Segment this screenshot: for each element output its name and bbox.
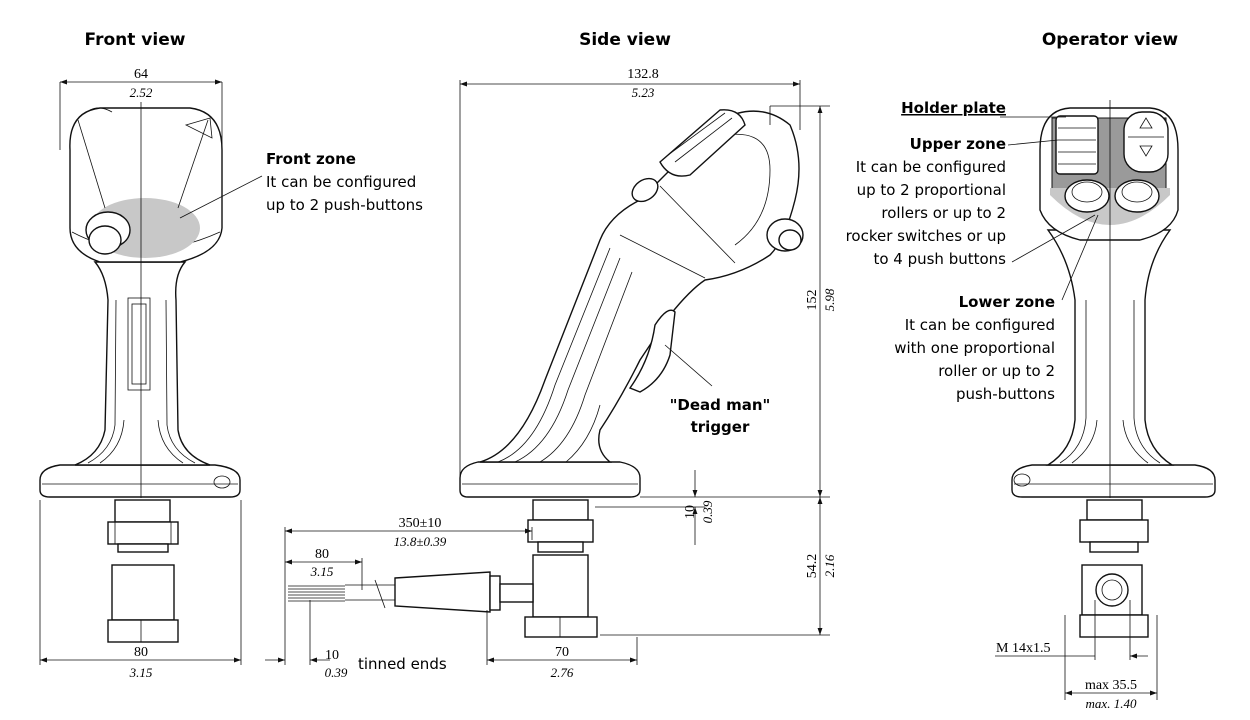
dim-tinned-mm: 10 [325,648,339,663]
holder-plate-label: Holder plate [901,99,1006,117]
dim-front-width-inch: 2.52 [130,85,153,100]
side-view-drawing [265,80,830,665]
upper-zone-line-2: up to 2 proportional [857,181,1006,199]
dim-thread-mm: M 14x1.5 [996,641,1050,656]
dim-fitting-height-mm: 54.2 [805,554,820,579]
dim-cable-mm: 350±10 [399,516,442,531]
front-zone-leader [179,175,263,219]
front-zone-line-2: up to 2 push-buttons [266,196,423,214]
dim-strip-inch: 3.15 [310,564,334,579]
dead-man-line-1: "Dead man" [670,396,771,414]
dim-side-height-mm: 152 [805,290,820,311]
lower-zone-line-2: with one proportional [894,339,1055,357]
lower-zone-line-4: push-buttons [956,385,1055,403]
front-zone-title: Front zone [266,150,356,168]
dim-max-width-mm: max 35.5 [1085,678,1137,693]
dim-connector-mm: 70 [555,645,569,660]
lower-zone-line-1: It can be configured [905,316,1055,334]
dim-side-length-inch: 5.23 [632,85,655,100]
dim-fitting-height-inch: 2.16 [822,554,837,577]
dead-man-line-2: trigger [691,418,750,436]
dim-flange-mm: 10 [683,505,698,519]
lower-zone-line-3: roller or up to 2 [938,362,1055,380]
operator-view-drawing [995,100,1216,700]
dim-tinned-inch: 0.39 [325,665,348,680]
dim-connector-inch: 2.76 [551,665,574,680]
dim-side-length-mm: 132.8 [627,67,659,82]
dim-front-width-mm: 64 [134,67,148,82]
dim-max-width-inch: max. 1.40 [1086,696,1137,711]
upper-zone-line-1: It can be configured [856,158,1006,176]
dim-cable-inch: 13.8±0.39 [394,534,447,549]
upper-zone-title: Upper zone [910,135,1006,153]
side-view-title: Side view [579,30,671,50]
front-view-drawing [39,79,242,665]
upper-zone-line-5: to 4 push buttons [873,250,1006,268]
operator-view-title: Operator view [1042,30,1179,50]
dim-front-base-mm: 80 [134,645,148,660]
upper-zone-line-4: rocker switches or up [846,227,1006,245]
front-view-title: Front view [85,30,186,50]
lower-zone-title: Lower zone [959,293,1055,311]
dim-strip-mm: 80 [315,547,329,562]
dim-side-height-inch: 5.98 [822,288,837,311]
front-zone-line-1: It can be configured [266,173,416,191]
dim-front-base-inch: 3.15 [129,665,153,680]
dim-flange-inch: 0.39 [700,500,715,523]
upper-zone-line-3: rollers or up to 2 [881,204,1006,222]
tinned-ends-label: tinned ends [358,655,447,673]
